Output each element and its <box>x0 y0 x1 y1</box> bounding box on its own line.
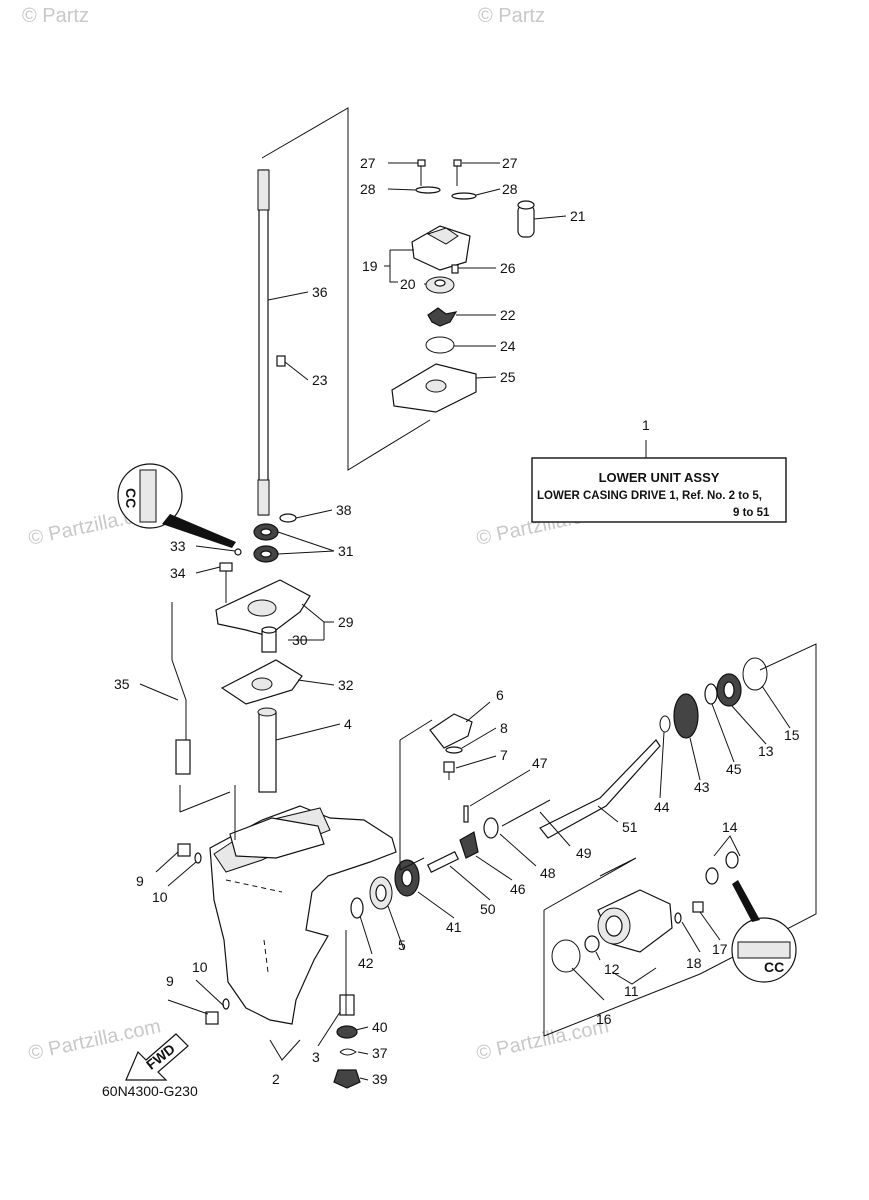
callout-33: 33 <box>170 538 186 554</box>
callout-49: 49 <box>576 845 592 861</box>
callout-15: 15 <box>784 727 800 743</box>
callout-28-right: 28 <box>502 181 518 197</box>
callout-29: 29 <box>338 614 354 630</box>
callout-46: 46 <box>510 881 526 897</box>
callout-21: 21 <box>570 208 586 224</box>
callout-3: 3 <box>312 1049 320 1065</box>
driveshaft-housing <box>215 579 311 705</box>
pinion-parts <box>333 994 361 1089</box>
callout-43: 43 <box>694 779 710 795</box>
callout-6: 6 <box>496 687 504 703</box>
propeller-shaft <box>539 739 661 839</box>
callout-18: 18 <box>686 955 702 971</box>
callout-27-left: 27 <box>360 155 376 171</box>
diagram-code: 60N4300-G230 <box>102 1083 198 1099</box>
callout-31: 31 <box>338 543 354 559</box>
assembly-ref: 1 <box>642 417 650 433</box>
callout-9-lower: 9 <box>166 973 174 989</box>
drive-shaft <box>257 169 270 516</box>
callout-24: 24 <box>500 338 516 354</box>
callout-39: 39 <box>372 1071 388 1087</box>
callout-51: 51 <box>622 819 638 835</box>
gear-parts <box>350 859 420 919</box>
callout-14: 14 <box>722 819 738 835</box>
bearings <box>219 513 297 603</box>
inset-top: CC <box>117 463 236 548</box>
drain-screws <box>177 843 230 1025</box>
callout-10-upper: 10 <box>152 889 168 905</box>
callout-20: 20 <box>400 276 416 292</box>
watermark-top-right: © Partz <box>478 5 545 27</box>
watermark-bottom-right: © Partzilla.com <box>474 1015 610 1065</box>
callout-36: 36 <box>312 284 328 300</box>
anode-parts <box>429 713 473 780</box>
callout-25: 25 <box>500 369 516 385</box>
callout-7: 7 <box>500 747 508 763</box>
callout-12: 12 <box>604 961 620 977</box>
assembly-title: LOWER UNIT ASSY <box>599 470 720 485</box>
assembly-box: 1 LOWER UNIT ASSY LOWER CASING DRIVE 1, … <box>531 417 787 523</box>
callout-41: 41 <box>446 919 462 935</box>
callout-11: 11 <box>624 983 639 999</box>
callout-8: 8 <box>500 720 508 736</box>
callout-45: 45 <box>726 761 742 777</box>
callouts: 27 27 28 28 21 19 26 20 22 24 25 36 23 3… <box>114 155 800 1087</box>
callout-16: 16 <box>596 1011 612 1027</box>
callout-35: 35 <box>114 676 130 692</box>
assembly-bracket <box>261 107 431 471</box>
callout-10-lower: 10 <box>192 959 208 975</box>
callout-9-upper: 9 <box>136 873 144 889</box>
inset-top-label: CC <box>123 488 139 508</box>
inset-bottom-label: CC <box>764 959 784 975</box>
callout-19: 19 <box>362 258 378 274</box>
callout-26: 26 <box>500 260 516 276</box>
callout-42: 42 <box>358 955 374 971</box>
shift-rod <box>171 602 191 775</box>
callout-2: 2 <box>272 1071 280 1087</box>
lower-casing <box>209 805 397 1025</box>
assembly-line1: LOWER CASING DRIVE 1, Ref. No. 2 to 5, <box>537 490 762 502</box>
callout-48: 48 <box>540 865 556 881</box>
reverse-gear-parts <box>659 657 768 739</box>
clutch-parts <box>426 799 551 873</box>
callout-5: 5 <box>398 937 406 953</box>
callout-44: 44 <box>654 799 670 815</box>
callout-23: 23 <box>312 372 328 388</box>
callout-30: 30 <box>292 632 308 648</box>
watermark-top-left: © Partz <box>22 5 89 27</box>
callout-22: 22 <box>500 307 516 323</box>
callout-13: 13 <box>758 743 774 759</box>
callout-17: 17 <box>712 941 728 957</box>
callout-40: 40 <box>372 1019 388 1035</box>
callout-37: 37 <box>372 1045 388 1061</box>
callout-28-left: 28 <box>360 181 376 197</box>
prop-housing-parts <box>551 851 739 973</box>
callout-4: 4 <box>344 716 352 732</box>
callout-38: 38 <box>336 502 352 518</box>
water-pump-parts <box>391 159 535 413</box>
water-tube <box>257 707 277 793</box>
pin-23 <box>276 355 286 367</box>
callout-32: 32 <box>338 677 354 693</box>
callout-27-right: 27 <box>502 155 518 171</box>
callout-50: 50 <box>480 901 496 917</box>
watermarks: © Partz © Partz © Partzilla.com © Partzi… <box>22 5 611 1065</box>
callout-47: 47 <box>532 755 548 771</box>
assembly-line2: 9 to 51 <box>733 507 770 519</box>
callout-34: 34 <box>170 565 186 581</box>
inset-bottom: CC <box>731 880 797 983</box>
